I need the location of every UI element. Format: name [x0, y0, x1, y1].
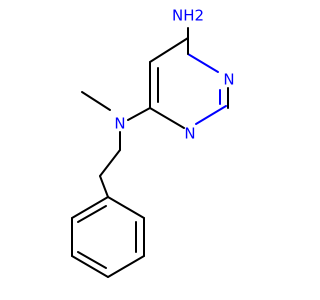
atom-label-amine-n: N [114, 115, 125, 133]
bond-c6-c5 [149, 37, 189, 63]
bond-ph6 [107, 196, 145, 219]
atom-label-ring-n3: N [184, 125, 195, 143]
bond-ch2-phenyl [99, 175, 109, 198]
bond-c4-n [127, 107, 151, 121]
atom-label-ring-n1: N [223, 71, 234, 89]
bond-ph-inner-1 [77, 205, 107, 223]
bond-ph3 [71, 255, 109, 278]
phenyl-ring [71, 196, 145, 278]
bond-n1-c6 [187, 53, 219, 73]
bond-ph-inner-2 [77, 251, 107, 269]
molecule-structure: NH2 N N N [71, 7, 235, 278]
bond-ph4 [107, 255, 145, 278]
bond-n-methyl [81, 91, 111, 111]
bond-ph1 [71, 196, 109, 219]
bond-c4-n3 [149, 107, 185, 129]
bond-n3-c2 [195, 105, 227, 125]
pyrimidine-ring [149, 37, 229, 129]
atom-label-nh2: NH2 [172, 7, 204, 25]
bond-ch2-ch2 [99, 149, 121, 177]
